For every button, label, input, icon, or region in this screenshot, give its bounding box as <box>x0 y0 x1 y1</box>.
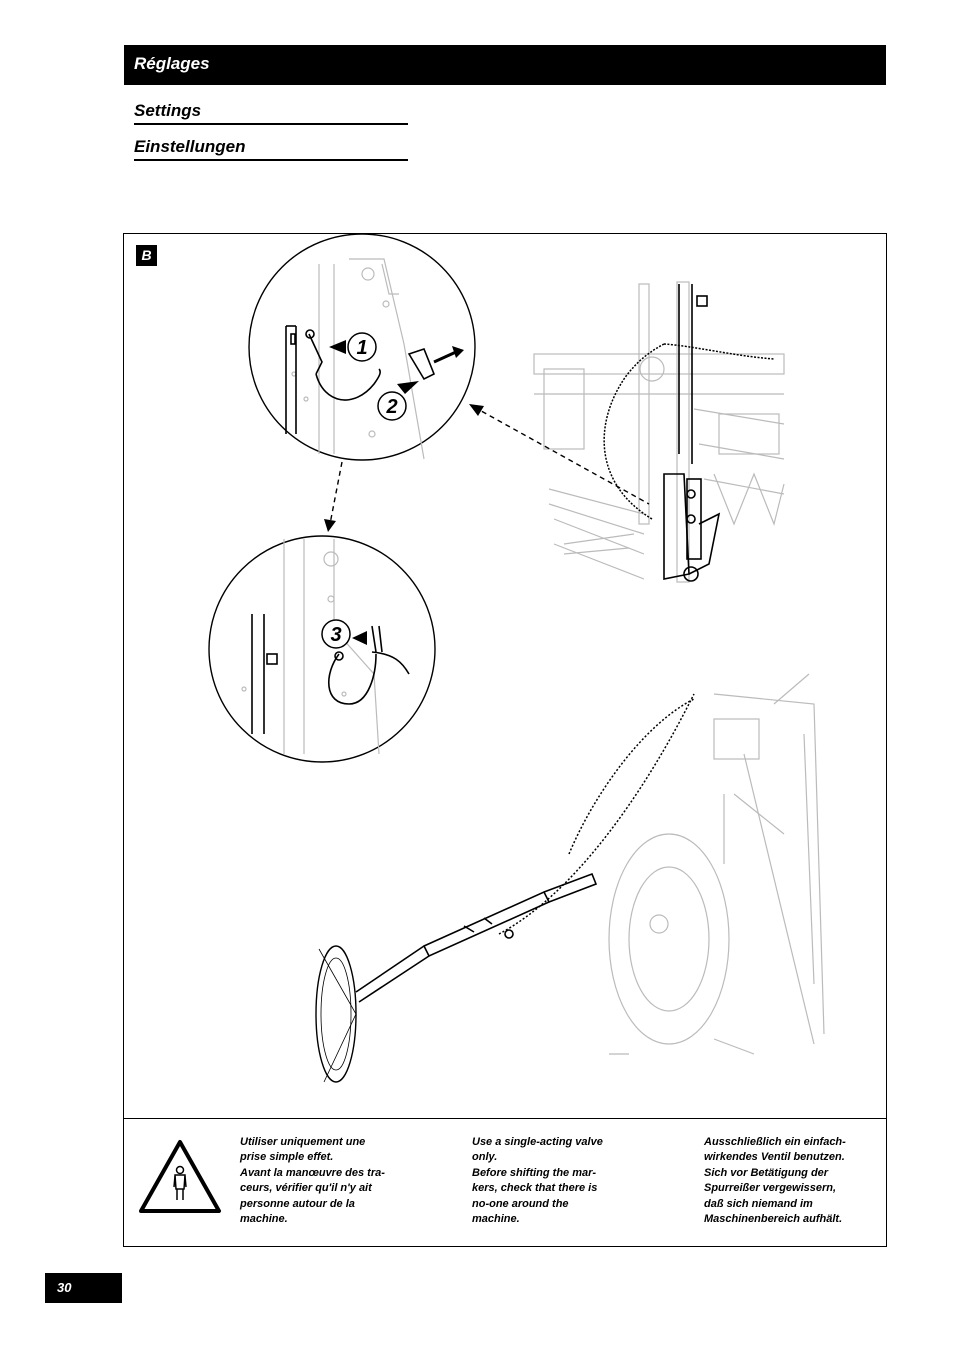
hydraulic-bracket <box>663 284 721 582</box>
note-line: Utiliser uniquement une <box>240 1136 366 1148</box>
note-line: wirkendes Ventil benutzen. <box>704 1151 845 1164</box>
note-line: daß sich niemand im <box>704 1197 813 1210</box>
note-french: Utiliser uniquement une prise simple eff… <box>240 1135 430 1227</box>
note-line: Sich vor Betätigung der <box>704 1166 829 1179</box>
note-line: Maschinenbereich aufhält. <box>704 1213 843 1226</box>
note-line: machine. <box>240 1213 288 1226</box>
note-line: prise simple effet. <box>240 1151 334 1164</box>
note-english: Use a single-acting valve only. Before s… <box>472 1135 662 1227</box>
person-icon <box>173 1165 187 1200</box>
dashed-pointer <box>329 406 650 525</box>
note-line: machine. <box>472 1213 520 1226</box>
cable-loop <box>603 343 775 520</box>
header-bar: Réglages <box>124 45 886 85</box>
note-line: Avant la manœuvre des tra- <box>240 1166 385 1179</box>
subtitle-german: Einstellungen <box>134 137 408 161</box>
note-line: personne autour de la <box>240 1197 355 1210</box>
note-line: Spurreißer vergewissern, <box>704 1182 837 1195</box>
note-line: Ausschließlich ein einfach- <box>704 1136 846 1148</box>
note-line: kers, check that there is <box>472 1182 598 1195</box>
callout-2: 2 <box>385 396 397 418</box>
machine-frame-drawing <box>533 281 785 583</box>
figure-frame: B <box>123 233 887 1247</box>
page-title: Réglages <box>134 54 210 73</box>
tractor-drawing <box>608 673 825 1055</box>
note-line: Before shifting the mar- <box>472 1166 597 1179</box>
page-number-label: 30 <box>57 1280 72 1295</box>
marker-chain <box>498 693 695 935</box>
callout-1: 1 <box>356 337 367 359</box>
figure-divider <box>124 1118 886 1119</box>
detail-circle-2: 3 <box>208 535 436 763</box>
page-number: 30 <box>45 1273 122 1303</box>
note-line: Use a single-acting valve <box>472 1136 603 1148</box>
warning-triangle-icon <box>139 1140 221 1213</box>
note-line: only. <box>472 1151 498 1164</box>
note-german: Ausschließlich ein einfach- wirkendes Ve… <box>704 1135 884 1227</box>
callout-3: 3 <box>330 624 341 646</box>
marker-settings-illustration: 1 2 <box>208 234 825 1083</box>
figure-label: B <box>136 245 157 266</box>
note-line: ceurs, vérifier qu'il n'y ait <box>240 1182 372 1195</box>
note-line: no-one around the <box>472 1197 569 1210</box>
detail-circle-1: 1 2 <box>248 234 476 461</box>
marker-disc <box>315 945 357 1083</box>
subtitle-english: Settings <box>134 101 408 125</box>
marker-arm <box>355 872 598 1003</box>
